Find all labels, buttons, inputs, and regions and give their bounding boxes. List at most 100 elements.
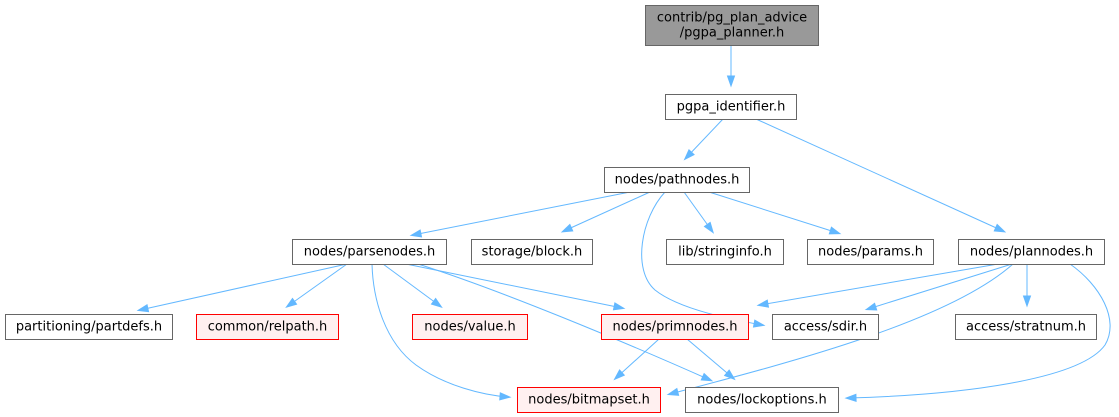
node-bitmapset[interactable]: nodes/bitmapset.h [517,387,661,413]
node-label: nodes/lockoptions.h [697,393,827,408]
node-stringinfo[interactable]: lib/stringinfo.h [666,239,784,265]
edge-arrowhead [613,369,626,381]
edge-plannodes-to-lockoptions [844,263,1111,402]
edge-line [708,191,839,234]
edge-arrowhead [752,319,766,328]
edge-arrowhead [844,393,857,402]
node-pathnodes[interactable]: nodes/pathnodes.h [604,167,750,193]
node-box [5,314,173,340]
node-parsenodes[interactable]: nodes/parsenodes.h [292,239,447,265]
node-box [772,314,879,340]
node-label: nodes/pathnodes.h [615,173,740,188]
edge-arrowhead [828,226,842,235]
edge-arrowhead [666,387,680,396]
node-plannodes[interactable]: nodes/plannodes.h [958,239,1105,265]
node-box [807,239,934,265]
edge-arrowhead [703,221,715,234]
edges-layer [136,45,1111,402]
node-stratnum[interactable]: access/stratnum.h [955,314,1097,340]
node-sdir[interactable]: access/sdir.h [772,314,879,340]
edge-line [139,263,348,311]
edge-arrowhead [1022,295,1032,308]
node-label: nodes/bitmapset.h [528,393,650,408]
node-box [196,314,339,340]
node-value[interactable]: nodes/value.h [412,314,528,340]
edge-parsenodes-to-bitmapset [371,263,512,401]
edge-identifier-to-pathnodes [683,118,724,161]
edge-arrowhead [726,75,736,88]
edge-line [563,191,651,232]
node-label: contrib/pg_plan_advice [657,11,807,26]
edge-pathnodes-to-parsenodes [409,191,631,238]
node-box [645,5,819,46]
edge-plannodes-to-primnodes [756,263,999,308]
node-label: pgpa_identifier.h [677,100,786,115]
node-label: nodes/parsenodes.h [304,245,436,260]
node-label: nodes/params.h [818,245,923,260]
edge-parsenodes-to-relpath [285,263,348,309]
edge-plannodes-to-stratnum [1022,264,1032,308]
node-box [955,314,1097,340]
edge-pathnodes-to-stringinfo [683,191,715,234]
node-label: nodes/plannodes.h [970,245,1093,260]
edge-line [382,263,441,307]
edge-line [371,263,509,398]
node-partdefs[interactable]: partitioning/partdefs.h [5,314,173,340]
edge-line [615,338,660,379]
node-lockoptions[interactable]: nodes/lockoptions.h [685,387,839,413]
node-box [471,239,593,265]
edge-root-to-identifier [726,45,736,88]
edge-arrowhead [700,372,714,382]
edge-parsenodes-to-lockoptions [417,263,714,382]
edge-line [755,118,1004,232]
node-label: partitioning/partdefs.h [16,320,162,335]
node-box [292,239,447,265]
node-label: /pgpa_planner.h [680,26,784,41]
edge-line [417,263,711,381]
node-primnodes[interactable]: nodes/primnodes.h [601,314,749,340]
node-box [958,239,1105,265]
edge-line [759,263,999,306]
node-box [685,387,839,413]
node-label: access/sdir.h [784,320,867,335]
edge-parsenodes-to-primnodes [405,263,626,311]
node-identifier[interactable]: pgpa_identifier.h [665,94,797,120]
edge-arrowhead [612,302,626,311]
edge-arrowhead [723,369,736,381]
node-label: common/relpath.h [208,320,328,335]
edge-arrowhead [756,299,770,308]
edge-pathnodes-to-params [708,191,842,235]
edge-line [685,118,724,159]
edge-line [867,263,1013,310]
node-label: storage/block.h [482,245,583,260]
edge-primnodes-to-bitmapset [613,338,660,381]
edge-arrowhead [993,223,1007,233]
edge-line [847,263,1111,399]
node-relpath[interactable]: common/relpath.h [196,314,339,340]
edge-identifier-to-plannodes [755,118,1007,233]
node-box [517,387,661,413]
node-label: access/stratnum.h [966,320,1086,335]
edge-plannodes-to-sdir [864,263,1013,311]
edge-arrowhead [864,302,878,311]
edge-arrowhead [499,392,512,401]
edge-parsenodes-to-value [382,263,443,309]
nodes-layer: contrib/pg_plan_advice/pgpa_planner.hpgp… [5,5,1105,413]
node-label: nodes/primnodes.h [612,320,737,335]
node-params[interactable]: nodes/params.h [807,239,934,265]
node-label: lib/stringinfo.h [678,245,772,260]
node-box [604,167,750,193]
node-block[interactable]: storage/block.h [471,239,593,265]
edge-arrowhead [285,297,298,309]
node-root: contrib/pg_plan_advice/pgpa_planner.h [645,5,819,46]
edge-line [405,263,623,309]
edge-line [287,263,348,307]
node-box [601,314,749,340]
edge-arrowhead [560,223,574,233]
edge-arrowhead [430,297,443,309]
node-box [665,94,797,120]
node-box [412,314,528,340]
edge-parsenodes-to-partdefs [136,263,348,313]
edge-primnodes-to-lockoptions [686,338,736,381]
